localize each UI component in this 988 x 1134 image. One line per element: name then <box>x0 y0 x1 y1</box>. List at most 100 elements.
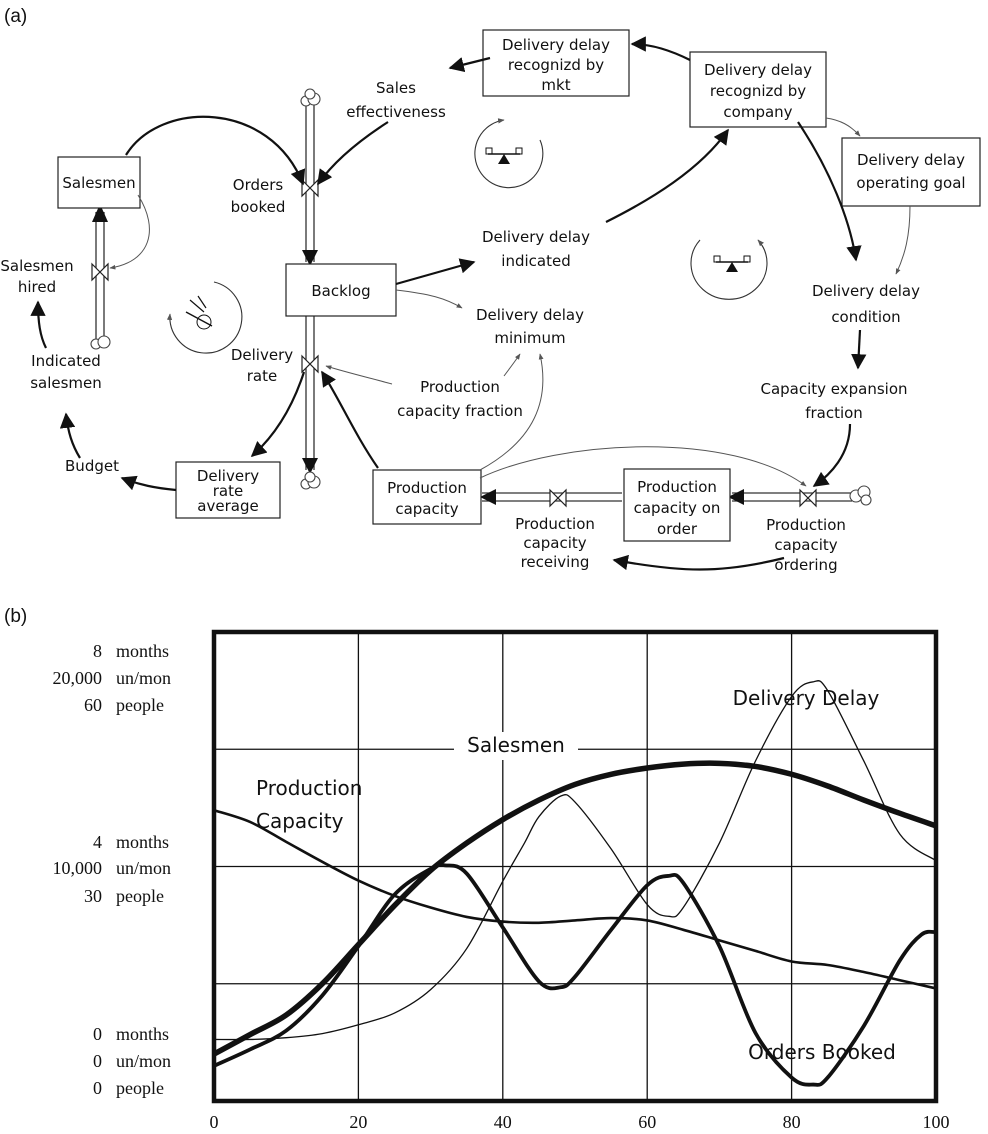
var-orders-booked-1: Orders <box>233 176 284 194</box>
chart-area: 0 20 40 60 80 100 Salesmen Delivery DelayProduc… <box>210 629 950 1132</box>
var-production-capacity-ordering-2: capacity <box>774 536 837 554</box>
svg-text:Delivery: Delivery <box>197 467 259 485</box>
thin-company-to-goal <box>825 117 861 137</box>
var-production-capacity-receiving-2: capacity <box>523 534 586 552</box>
var-capacity-expansion-fraction-1: Capacity expansion <box>760 380 907 398</box>
svg-text:Backlog: Backlog <box>311 282 370 300</box>
thin-fraction-to-minimum <box>503 353 521 377</box>
receiving-valve-icon <box>549 488 567 508</box>
var-delivery-delay-minimum-1: Delivery delay <box>476 306 584 324</box>
delivery-pipe-arrowhead <box>302 458 318 474</box>
stock-production-capacity-on-order: Production capacity on order <box>623 468 731 542</box>
svg-text:months: months <box>116 832 169 852</box>
balance-icon <box>474 118 544 189</box>
x-tick-label: 80 <box>783 1112 801 1132</box>
y-axis-labels: 8 months 20,000 un/mon 60 people 4 month… <box>53 641 172 1098</box>
var-salesmen-hired-1: Salesmen <box>0 257 73 275</box>
source-cloud-icon <box>300 88 321 107</box>
series-orders-booked-line <box>213 862 937 1087</box>
arrow-effectiveness-to-orders <box>317 121 389 186</box>
svg-text:Delivery delay: Delivery delay <box>704 61 812 79</box>
capacity-source-cloud-icon <box>849 485 872 506</box>
svg-text:capacity on: capacity on <box>634 499 721 517</box>
thin-goal-to-condition <box>895 205 911 275</box>
y-tick-mid-people: 30 <box>84 886 102 906</box>
salesmen-source-cloud-icon <box>90 335 111 350</box>
stock-delivery-rate-average: Delivery rate average <box>175 461 281 519</box>
y-tick-mid-months: 4 <box>93 832 102 852</box>
var-delivery-delay-condition-1: Delivery delay <box>812 282 920 300</box>
var-budget: Budget <box>65 457 119 475</box>
var-delivery-delay-indicated-1: Delivery delay <box>482 228 590 246</box>
arrow-ordering-to-receiving <box>612 554 785 571</box>
hire-valve-icon <box>91 262 109 282</box>
var-delivery-rate-1: Delivery <box>231 346 293 364</box>
flow-pipes <box>95 105 852 502</box>
plot-frame <box>211 629 939 1104</box>
svg-text:months: months <box>116 1024 169 1044</box>
svg-text:people: people <box>116 886 164 906</box>
svg-text:un/mon: un/mon <box>116 858 171 878</box>
annotation-delivery-delay: Delivery Delay <box>733 686 880 710</box>
x-tick-label: 100 <box>923 1112 950 1132</box>
svg-text:mkt: mkt <box>541 76 570 94</box>
sink-cloud-icon <box>300 471 321 490</box>
annotation-salesmen: Salesmen <box>467 733 565 757</box>
var-delivery-rate-2: rate <box>247 367 277 385</box>
x-tick-label: 20 <box>349 1112 367 1132</box>
thin-capacity-to-minimum <box>479 353 544 471</box>
series-production-capacity-line <box>213 808 937 990</box>
x-tick-label: 0 <box>210 1112 219 1132</box>
svg-text:un/mon: un/mon <box>116 1051 171 1071</box>
series-delivery-delay-line <box>213 680 937 1041</box>
var-orders-booked-2: booked <box>231 198 286 216</box>
arrow-condition-to-expansion <box>851 329 867 370</box>
annotation-production-capacity-line-2: Capacity <box>256 809 344 833</box>
x-tick-label: 60 <box>638 1112 656 1132</box>
x-tick-label: 40 <box>494 1112 512 1132</box>
var-delivery-delay-condition-2: condition <box>831 308 900 326</box>
svg-text:recognizd by: recognizd by <box>508 56 604 74</box>
svg-text:people: people <box>116 695 164 715</box>
arrow-budget-to-indicated <box>59 412 81 459</box>
receiving-pipe-arrowhead <box>480 489 496 505</box>
thin-capacity-to-ordering <box>479 446 807 487</box>
stock-backlog: Backlog <box>285 263 397 317</box>
orders-pipe-arrowhead <box>302 250 318 266</box>
arrow-indicated-to-company <box>605 128 729 223</box>
stock-production-capacity: Production capacity <box>372 469 482 525</box>
svg-text:rate: rate <box>213 482 243 500</box>
var-indicated-salesmen-1: Indicated <box>31 352 101 370</box>
var-production-capacity-fraction-1: Production <box>420 378 500 396</box>
y-tick-bottom-months: 0 <box>93 1024 102 1044</box>
var-production-capacity-receiving-1: Production <box>515 515 595 533</box>
y-tick-top-people: 60 <box>84 695 102 715</box>
orders-valve-icon <box>301 178 319 198</box>
y-tick-top-months: 8 <box>93 641 102 661</box>
svg-text:operating goal: operating goal <box>856 174 965 192</box>
var-delivery-delay-indicated-2: indicated <box>501 252 570 270</box>
svg-text:Production: Production <box>637 478 717 496</box>
balance-icon <box>690 239 768 300</box>
hire-pipe-arrowhead <box>92 204 108 222</box>
arrow-mkt-to-effectiveness <box>448 56 491 73</box>
svg-text:Production: Production <box>387 479 467 497</box>
var-production-capacity-ordering-1: Production <box>766 516 846 534</box>
svg-text:un/mon: un/mon <box>116 668 171 688</box>
arrow-expansion-to-ordering <box>812 423 852 487</box>
y-tick-mid-units: 10,000 <box>53 858 103 878</box>
stock-delivery-delay-recognized-company: Delivery delay recognizd by company <box>689 51 827 128</box>
var-salesmen-hired-2: hired <box>18 278 56 296</box>
svg-text:capacity: capacity <box>395 500 458 518</box>
var-capacity-expansion-fraction-2: fraction <box>805 404 863 422</box>
annotation-production-capacity-line-1: Production <box>256 776 362 800</box>
y-tick-top-units: 20,000 <box>53 668 103 688</box>
arrow-salesmen-to-orders <box>125 115 306 186</box>
stock-delivery-delay-recognized-mkt: Delivery delay recognizd by mkt <box>482 29 630 97</box>
reinforcing-snowball-icon <box>166 281 243 354</box>
stock-delivery-delay-operating-goal: Delivery delay operating goal <box>841 137 981 207</box>
svg-text:company: company <box>723 103 792 121</box>
arrow-company-to-mkt <box>630 36 691 61</box>
thin-salesmen-to-hire <box>109 194 150 270</box>
